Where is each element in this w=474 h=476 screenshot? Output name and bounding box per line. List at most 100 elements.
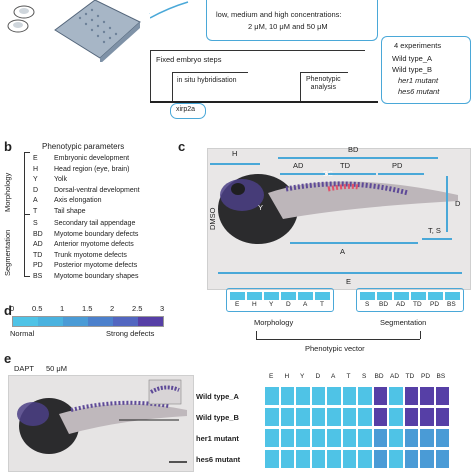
heatmap-col-header: AD — [390, 373, 400, 380]
experiment-wt-b: Wild type_B — [392, 65, 433, 74]
scale-tick: 0 — [10, 304, 15, 313]
scale-segment — [13, 317, 38, 326]
heatmap-row-label: her1 mutant — [196, 434, 239, 443]
vector-cell — [280, 291, 297, 301]
heatmap-cell — [372, 449, 388, 469]
heatmap-cell — [326, 428, 342, 448]
segmentation-side-label: Segmentation — [3, 229, 12, 276]
probe-badge — [170, 103, 206, 119]
heatmap-cell — [341, 449, 357, 469]
dapt-concentration: 50 μM — [46, 364, 67, 373]
heatmap-cell — [372, 428, 388, 448]
scale-strong-label: Strong defects — [106, 329, 155, 338]
scale-segment — [113, 317, 138, 326]
param-desc: Posterior myotome defects — [54, 262, 138, 269]
label-h: H — [232, 149, 238, 158]
heatmap-col-header: Y — [300, 373, 305, 380]
heatmap-col-header: H — [284, 373, 290, 380]
heatmap-cell — [403, 428, 419, 448]
panel-b-title: Phenotypic parameters — [42, 142, 125, 151]
heatmap-cell — [434, 386, 450, 406]
heatmap-cell — [403, 407, 419, 427]
heatmap-cell — [372, 407, 388, 427]
concentrations-title: low, medium and high concentrations: — [216, 10, 342, 19]
heatmap-cell — [388, 407, 404, 427]
heatmap-cell — [419, 428, 435, 448]
heatmap-cell — [279, 386, 295, 406]
scale-tick: 0.5 — [32, 304, 43, 313]
scale-segment — [63, 317, 88, 326]
heatmap-cell — [419, 407, 435, 427]
param-code: A — [33, 197, 38, 204]
label-e: E — [346, 277, 352, 286]
heatmap-row-label: Wild type_B — [196, 413, 239, 422]
heatmap-col-header: E — [269, 373, 274, 380]
heatmap-cell — [264, 428, 280, 448]
vector-cell-label: A — [303, 301, 308, 308]
heatmap-row-label: hes6 mutant — [196, 455, 241, 464]
heatmap-col-header: BD — [374, 373, 384, 380]
vector-cell — [444, 291, 461, 301]
ish-label: in situ hybridisation — [177, 77, 237, 84]
vector-cell-label: T — [320, 301, 324, 308]
heatmap-col-header: D — [315, 373, 321, 380]
plate-illustration — [7, 0, 150, 62]
heatmap-col-header: A — [331, 373, 336, 380]
heatmap-cell — [279, 449, 295, 469]
vector-cell — [297, 291, 314, 301]
vector-cell-label: Y — [269, 301, 274, 308]
vector-cell-label: TD — [413, 301, 422, 308]
dapt-label: DAPT — [14, 364, 35, 373]
panel-c-letter: c — [178, 139, 186, 154]
heatmap-cell — [388, 386, 404, 406]
heatmap-cell — [326, 407, 342, 427]
heatmap-col-header: BS — [436, 373, 446, 380]
concentrations-box — [206, 0, 378, 41]
vector-cell — [393, 291, 410, 301]
heatmap-cell — [310, 407, 326, 427]
heatmap-cell — [419, 386, 435, 406]
heatmap-cell — [326, 449, 342, 469]
scale-tick: 1 — [60, 304, 65, 313]
param-desc: Axis elongation — [54, 197, 102, 204]
heatmap-col-header: S — [362, 373, 367, 380]
experiment-hes6: hes6 mutant — [398, 87, 440, 96]
phenotypic-analysis-label: Phenotypic analysis — [306, 76, 341, 92]
param-code: S — [33, 220, 38, 227]
vector-cell — [427, 291, 444, 301]
param-desc: Myotome boundary defects — [54, 230, 139, 238]
label-d: D — [455, 199, 461, 208]
param-code: BD — [33, 230, 43, 238]
heatmap-cell — [341, 407, 357, 427]
heatmap-cell — [341, 386, 357, 406]
heatmap-cell — [403, 386, 419, 406]
heatmap-cell — [403, 449, 419, 469]
vector-cell-label: AD — [396, 301, 406, 308]
color-scale-bar — [12, 316, 164, 327]
param-desc: Myotome boundary shapes — [54, 272, 139, 280]
heatmap-cell — [357, 428, 373, 448]
panel-b-letter: b — [4, 139, 12, 154]
param-desc: Anterior myotome defects — [54, 241, 134, 248]
heatmap-cell — [434, 428, 450, 448]
label-ad: AD — [293, 161, 304, 170]
vector-cell — [376, 291, 393, 301]
concentrations-values: 2 μM, 10 μM and 50 μM — [248, 22, 328, 31]
heatmap-cell — [279, 407, 295, 427]
dmso-embryo-image — [207, 148, 471, 290]
param-desc: Yolk — [54, 176, 67, 183]
param-code: D — [33, 186, 39, 194]
heatmap-cell — [264, 407, 280, 427]
vector-cell-label: BD — [379, 301, 389, 308]
scale-tick: 2 — [110, 304, 115, 313]
param-code: AD — [33, 241, 43, 248]
scale-segment — [88, 317, 113, 326]
param-code: BS — [33, 272, 43, 280]
scale-segment — [138, 317, 163, 326]
vector-cell-label: E — [235, 301, 240, 308]
heatmap-cell — [295, 449, 311, 469]
scale-tick: 2.5 — [132, 304, 143, 313]
label-y: Y — [258, 203, 264, 212]
